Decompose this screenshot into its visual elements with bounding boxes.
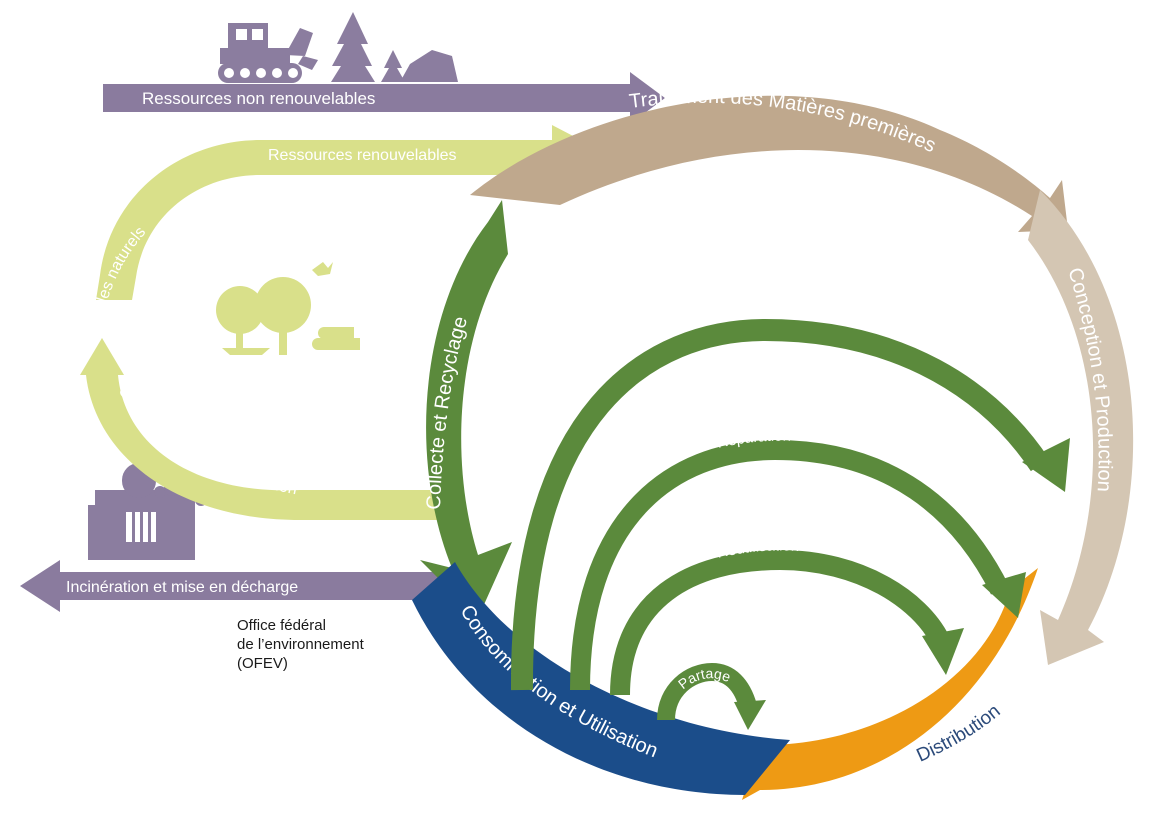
arrow-incineration-landfill: Incinération et mise en décharge <box>20 560 470 612</box>
label-renewable-resources: Ressources renouvelables <box>268 147 457 164</box>
arrow-non-renewable-resources: Ressources non renouvelables <box>103 72 665 124</box>
conifer-trees-icon <box>331 12 405 82</box>
loop-sharing: Partage <box>657 662 766 730</box>
caption-line-3: (OFEV) <box>237 655 288 672</box>
source-caption: Office fédéral de l’environnement (OFEV) <box>237 616 437 673</box>
loop-reuse: Réutilisation <box>610 537 964 696</box>
label-non-renewable-resources: Ressources non renouvelables <box>142 89 375 108</box>
loop-repair: Réparation <box>570 428 1026 691</box>
caption-line-1: Office fédéral <box>237 617 326 634</box>
logs-pile-icon <box>400 50 458 82</box>
logs-icon <box>312 327 360 350</box>
segment-distribution <box>742 568 1038 800</box>
loop-renovation: Rénovation <box>510 303 1070 691</box>
label-incineration-landfill: Incinération et mise en décharge <box>66 579 298 596</box>
segment-consumption <box>412 562 790 795</box>
lime-biological-loop <box>80 125 600 520</box>
bird-icon <box>312 262 333 276</box>
deciduous-trees-icon <box>216 277 311 355</box>
excavator-icon <box>218 23 318 83</box>
segment-raw-materials <box>470 95 1068 233</box>
segment-collection-recycling <box>420 200 512 618</box>
caption-line-2: de l’environnement <box>237 636 364 653</box>
segment-design-production <box>1028 190 1134 665</box>
